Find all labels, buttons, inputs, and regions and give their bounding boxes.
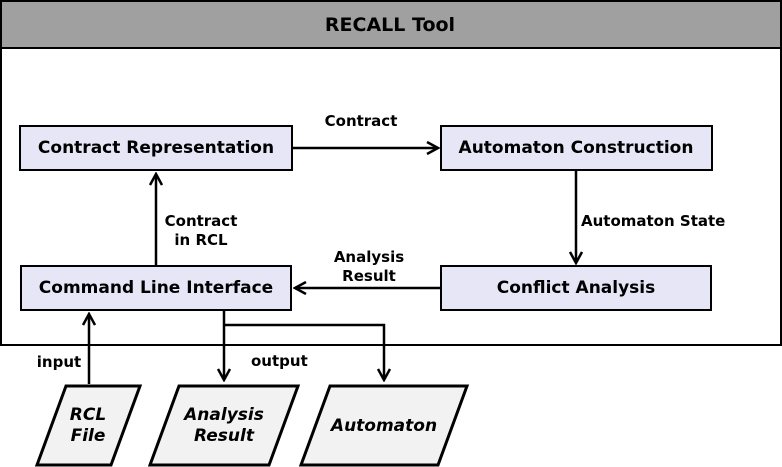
label-contract-in-rcl-line1: Contract — [165, 212, 238, 230]
conflict-analysis-box: Conflict Analysis — [440, 265, 712, 311]
automaton-io-label: Automaton — [329, 416, 437, 436]
label-output: output — [251, 352, 308, 370]
automaton-io: Automaton — [298, 384, 470, 467]
rcl-file-label-line1: RCL — [70, 405, 106, 425]
label-input: input — [37, 353, 81, 371]
conflict-analysis-label: Conflict Analysis — [497, 278, 656, 298]
command-line-interface-box: Command Line Interface — [20, 265, 292, 311]
automaton-construction-box: Automaton Construction — [440, 125, 713, 171]
rcl-file-label-line2: File — [71, 426, 106, 446]
analysis-result-io: Analysis Result — [147, 384, 301, 467]
arrow-output-automaton — [224, 323, 384, 380]
contract-representation-box: Contract Representation — [19, 125, 293, 171]
label-automaton-state: Automaton State — [581, 212, 725, 230]
label-contract: Contract — [325, 112, 398, 130]
tool-title: RECALL Tool — [325, 14, 455, 36]
label-contract-in-rcl-line2: in RCL — [174, 231, 228, 249]
command-line-interface-label: Command Line Interface — [39, 278, 273, 298]
label-analysis-result-line2: Result — [342, 267, 396, 285]
analysis-result-io-label-line1: Analysis — [182, 405, 264, 425]
contract-representation-label: Contract Representation — [38, 138, 274, 158]
label-analysis-result-line1: Analysis — [334, 248, 404, 266]
automaton-construction-label: Automaton Construction — [459, 138, 694, 158]
rcl-file-io: RCL File — [34, 384, 143, 467]
tool-title-bar — [0, 0, 782, 49]
analysis-result-io-label-line2: Result — [194, 426, 255, 446]
